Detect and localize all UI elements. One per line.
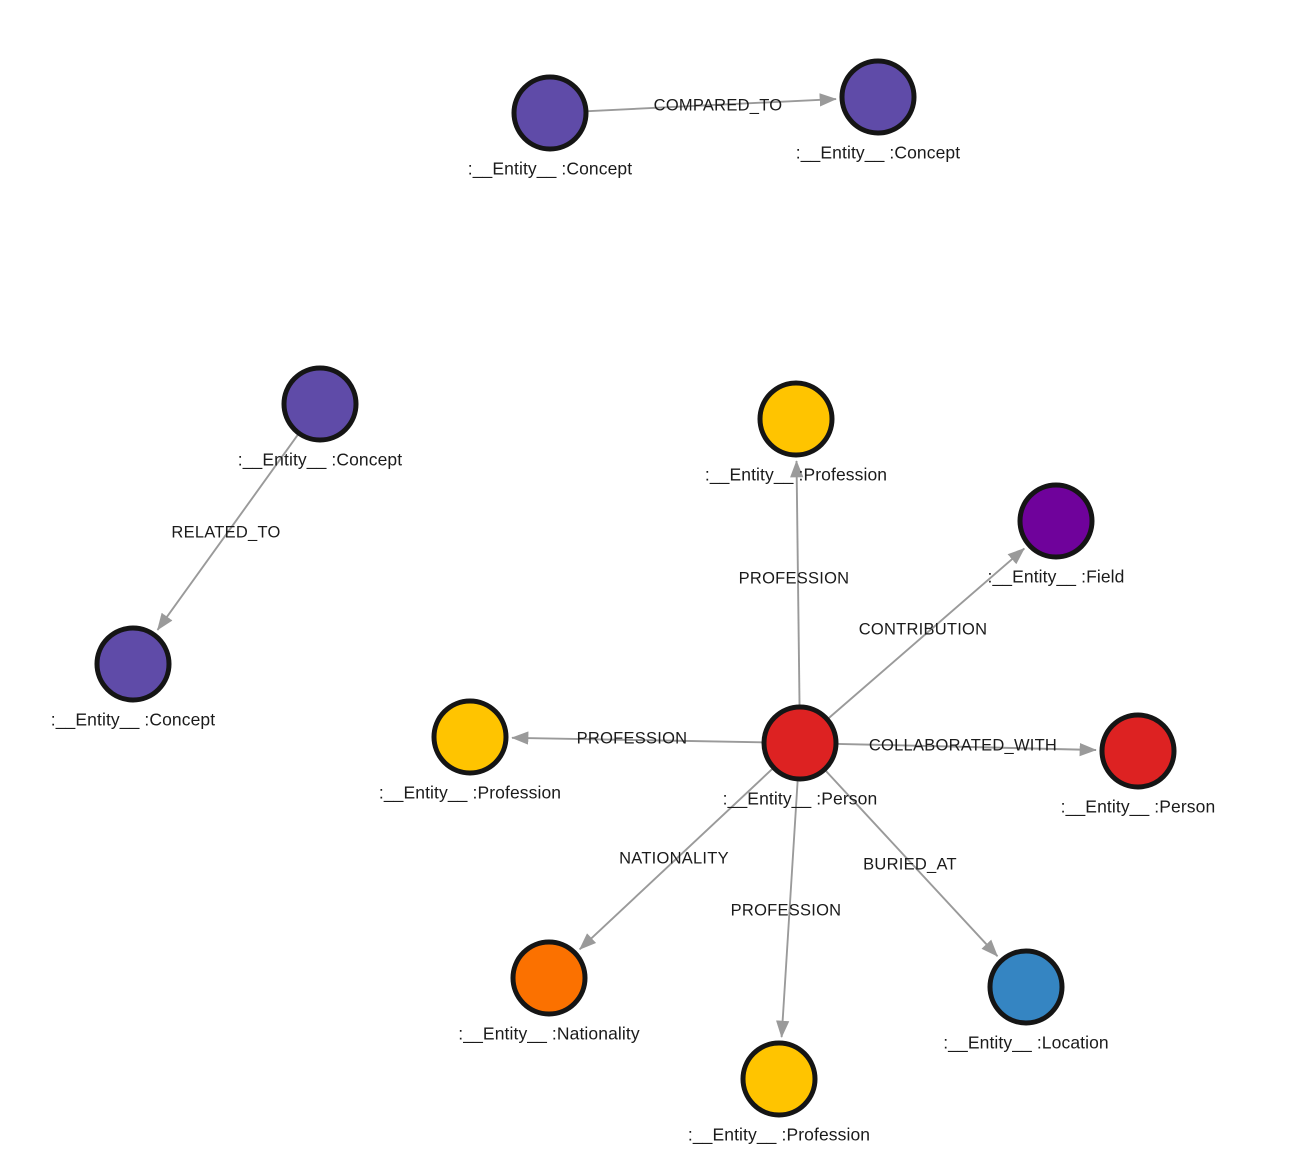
node-label: :__Entity__ :Profession	[379, 783, 561, 804]
node-label: :__Entity__ :Person	[1061, 797, 1216, 818]
graph-node-person[interactable]	[1099, 712, 1177, 790]
graph-node-concept[interactable]	[94, 625, 172, 703]
edge-label: RELATED_TO	[171, 523, 280, 541]
node-label: :__Entity__ :Concept	[238, 450, 403, 471]
graph-node-nationality[interactable]	[510, 939, 588, 1017]
graph-edge[interactable]	[825, 770, 999, 957]
edge-label: COLLABORATED_WITH	[869, 736, 1057, 754]
graph-node-concept[interactable]	[839, 58, 917, 136]
edge-label: COMPARED_TO	[654, 96, 783, 114]
graph-edge[interactable]	[587, 93, 837, 113]
graph-node-location[interactable]	[987, 948, 1065, 1026]
node-label: :__Entity__ :Person	[723, 789, 878, 810]
nodes-layer	[94, 58, 1177, 1118]
node-label: :__Entity__ :Field	[987, 567, 1124, 588]
edge-labels-layer: COMPARED_TO RELATED_TO PROFESSION CONTRIBUT…	[171, 96, 1057, 919]
graph-node-profession[interactable]	[740, 1040, 818, 1118]
edge-label: BURIED_AT	[863, 855, 957, 873]
graph-node-profession[interactable]	[757, 380, 835, 458]
graph-edge[interactable]	[579, 768, 773, 950]
edge-label: PROFESSION	[739, 569, 850, 587]
node-label: :__Entity__ :Profession	[705, 465, 887, 486]
node-label: :__Entity__ :Concept	[51, 710, 216, 731]
edge-label: NATIONALITY	[619, 849, 729, 867]
node-label: :__Entity__ :Nationality	[458, 1024, 640, 1045]
node-label: :__Entity__ :Concept	[796, 143, 961, 164]
edge-label: PROFESSION	[577, 729, 688, 747]
graph-edge[interactable]	[511, 731, 763, 745]
edge-label: PROFESSION	[731, 901, 842, 919]
graph-node-concept[interactable]	[281, 365, 359, 443]
graph-node-person[interactable]	[761, 704, 839, 782]
graph-edge[interactable]	[790, 460, 804, 706]
node-labels-layer: :__Entity__ :Concept :__Entity__ :Concept…	[51, 143, 1216, 1146]
graph-edge[interactable]	[156, 434, 299, 631]
node-label: :__Entity__ :Concept	[468, 159, 633, 180]
graph-edge[interactable]	[776, 780, 799, 1038]
graph-node-profession[interactable]	[431, 698, 509, 776]
graph-node-field[interactable]	[1017, 482, 1095, 560]
graph-node-concept[interactable]	[511, 74, 589, 152]
graph-edge[interactable]	[837, 742, 1097, 757]
node-label: :__Entity__ :Location	[943, 1033, 1109, 1054]
edges-layer	[156, 93, 1097, 1038]
node-label: :__Entity__ :Profession	[688, 1125, 870, 1146]
graph-edge[interactable]	[828, 547, 1025, 719]
edge-label: CONTRIBUTION	[859, 620, 988, 638]
